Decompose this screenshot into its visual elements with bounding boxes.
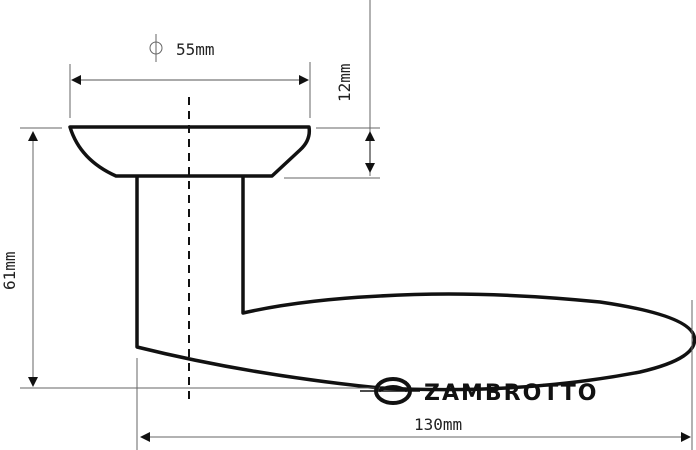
diameter-dimension <box>69 34 311 118</box>
lever-length-dimension <box>136 300 693 450</box>
brand-logo: ZAMBROTTO <box>360 377 599 406</box>
lever <box>135 176 696 392</box>
handle-outline <box>68 125 696 392</box>
rose-height-label: 12mm <box>335 63 354 102</box>
diameter-label: 55mm <box>176 40 215 59</box>
total-height-label: 61mm <box>0 251 19 290</box>
brand-name: ZAMBROTTO <box>424 381 599 406</box>
rose <box>68 125 312 178</box>
lever-length-label: 130mm <box>414 415 462 434</box>
rose-height-dimension <box>284 0 380 179</box>
total-height-dimension <box>20 127 380 389</box>
